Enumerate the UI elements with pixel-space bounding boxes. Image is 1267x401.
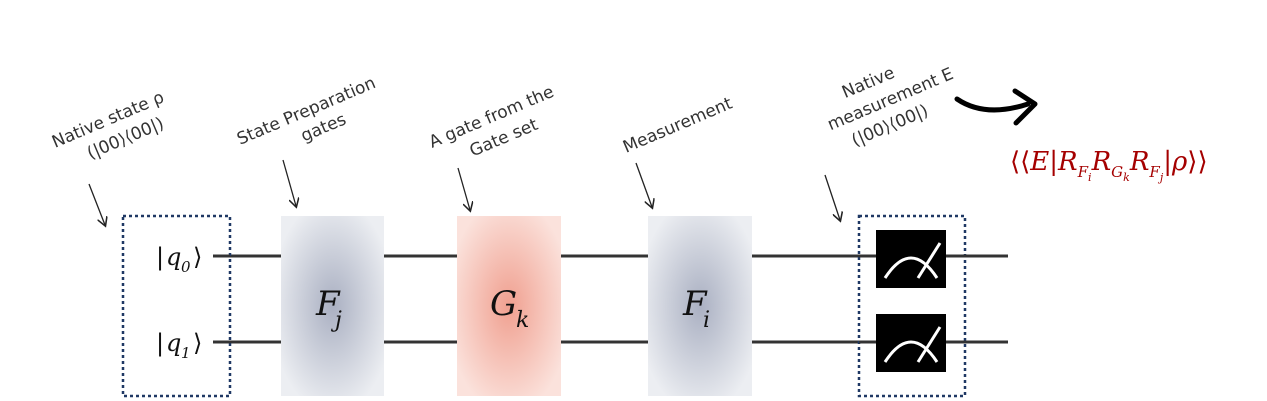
svg-text:i: i xyxy=(703,308,710,333)
native-state-box xyxy=(121,214,232,398)
svg-text:1: 1 xyxy=(181,344,191,362)
svg-text:⟩: ⟩ xyxy=(193,329,202,357)
pointer-arrow xyxy=(635,162,652,207)
gate-fi: F i xyxy=(648,216,752,396)
svg-text:F: F xyxy=(682,284,708,324)
qubit-ket-1: | q 1 ⟩ xyxy=(156,329,202,362)
result-expression: ⟨⟨E|RFiRGkRFj|ρ⟩⟩ xyxy=(1010,147,1208,184)
label-native-state: Native state ρ (|00⟩⟨00|) xyxy=(49,87,167,163)
svg-text:0: 0 xyxy=(181,258,191,276)
svg-text:⟩: ⟩ xyxy=(193,243,202,271)
pointer-arrow xyxy=(282,159,296,206)
label-native-measurement: Native measurement E (|00⟩⟨00|) xyxy=(825,63,957,151)
qubit-ket-0: | q 0 ⟩ xyxy=(156,243,202,276)
pointer-arrow xyxy=(457,167,470,210)
label-measurement: Measurement xyxy=(620,93,736,157)
svg-text:q: q xyxy=(166,329,181,357)
gate-gk: G k xyxy=(457,216,561,396)
svg-text:k: k xyxy=(516,308,529,333)
meter-icon xyxy=(876,230,946,288)
label-state-preparation: State Preparation gates xyxy=(234,73,379,149)
svg-text:|: | xyxy=(156,243,164,271)
label-gate-from-set: A gate from the Gate set xyxy=(426,82,557,161)
svg-text:G: G xyxy=(490,284,517,324)
svg-text:|: | xyxy=(156,329,164,357)
meter-icon xyxy=(876,314,946,372)
pointer-arrow xyxy=(824,174,840,220)
gate-fj: F j xyxy=(281,216,384,396)
svg-text:q: q xyxy=(166,243,181,271)
svg-text:⟨⟨E|RFiRGkRFj|ρ⟩⟩: ⟨⟨E|RFiRGkRFj|ρ⟩⟩ xyxy=(1010,147,1208,184)
pointer-arrow xyxy=(88,183,105,225)
result-arrow-icon xyxy=(954,88,1038,126)
svg-text:Measurement: Measurement xyxy=(620,93,736,157)
svg-text:F: F xyxy=(315,284,341,324)
